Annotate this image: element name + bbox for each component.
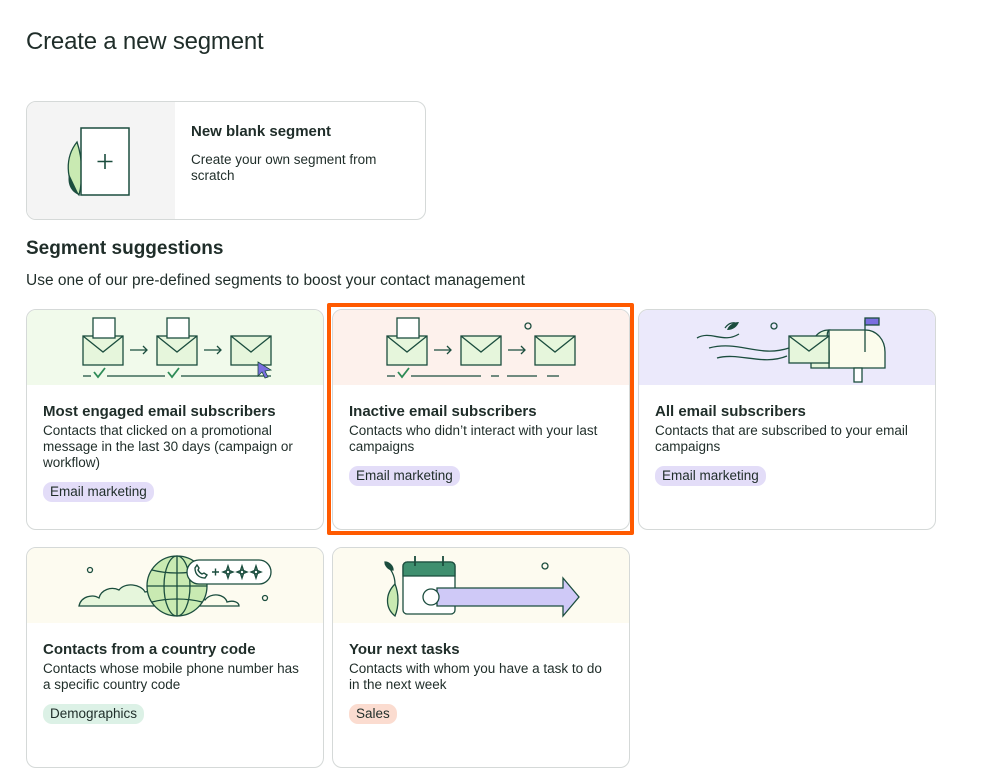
card-illustration	[333, 548, 629, 623]
tag-email-marketing: Email marketing	[349, 466, 460, 486]
suggestion-card-all-subscribers[interactable]: All email subscribers Contacts that are …	[638, 309, 936, 530]
suggestion-card-most-engaged[interactable]: Most engaged email subscribers Contacts …	[26, 309, 324, 530]
calendar-arrow-icon	[384, 556, 580, 618]
tag-sales: Sales	[349, 704, 397, 724]
suggestion-card-next-tasks[interactable]: Your next tasks Contacts with whom you h…	[332, 547, 630, 768]
blank-segment-illustration	[27, 102, 175, 219]
card-description: Contacts whose mobile phone number has a…	[43, 661, 299, 692]
card-title: Contacts from a country code	[43, 641, 256, 658]
blank-segment-description: Create your own segment from scratch	[191, 152, 377, 183]
envelopes-inactive-icon	[386, 317, 576, 379]
segment-suggestions-title: Segment suggestions	[26, 238, 224, 259]
segment-suggestions-subtitle: Use one of our pre-defined segments to b…	[26, 272, 525, 289]
card-illustration	[27, 310, 323, 385]
card-title: Inactive email subscribers	[349, 403, 537, 420]
page-title: Create a new segment	[26, 28, 264, 55]
card-title: Most engaged email subscribers	[43, 403, 276, 420]
tag-email-marketing: Email marketing	[655, 466, 766, 486]
card-description: Contacts that are subscribed to your ema…	[655, 423, 908, 454]
globe-phone-icon	[78, 555, 272, 617]
blank-segment-title: New blank segment	[191, 123, 332, 140]
card-description: Contacts with whom you have a task to do…	[349, 661, 602, 692]
card-illustration	[333, 310, 629, 385]
new-blank-segment-card[interactable]: New blank segment Create your own segmen…	[26, 101, 426, 220]
tag-email-marketing: Email marketing	[43, 482, 154, 502]
envelopes-flow-icon	[82, 317, 273, 379]
card-illustration	[639, 310, 935, 385]
suggestion-card-inactive[interactable]: Inactive email subscribers Contacts who …	[332, 309, 630, 530]
card-title: All email subscribers	[655, 403, 806, 420]
suggestion-card-country-code[interactable]: Contacts from a country code Contacts wh…	[26, 547, 324, 768]
card-description: Contacts that clicked on a promotional m…	[43, 423, 293, 470]
mailbox-icon	[696, 317, 886, 383]
tag-demographics: Demographics	[43, 704, 145, 724]
document-plus-icon	[67, 127, 130, 197]
card-title: Your next tasks	[349, 641, 460, 658]
card-description: Contacts who didn’t interact with your l…	[349, 423, 598, 454]
card-illustration	[27, 548, 323, 623]
